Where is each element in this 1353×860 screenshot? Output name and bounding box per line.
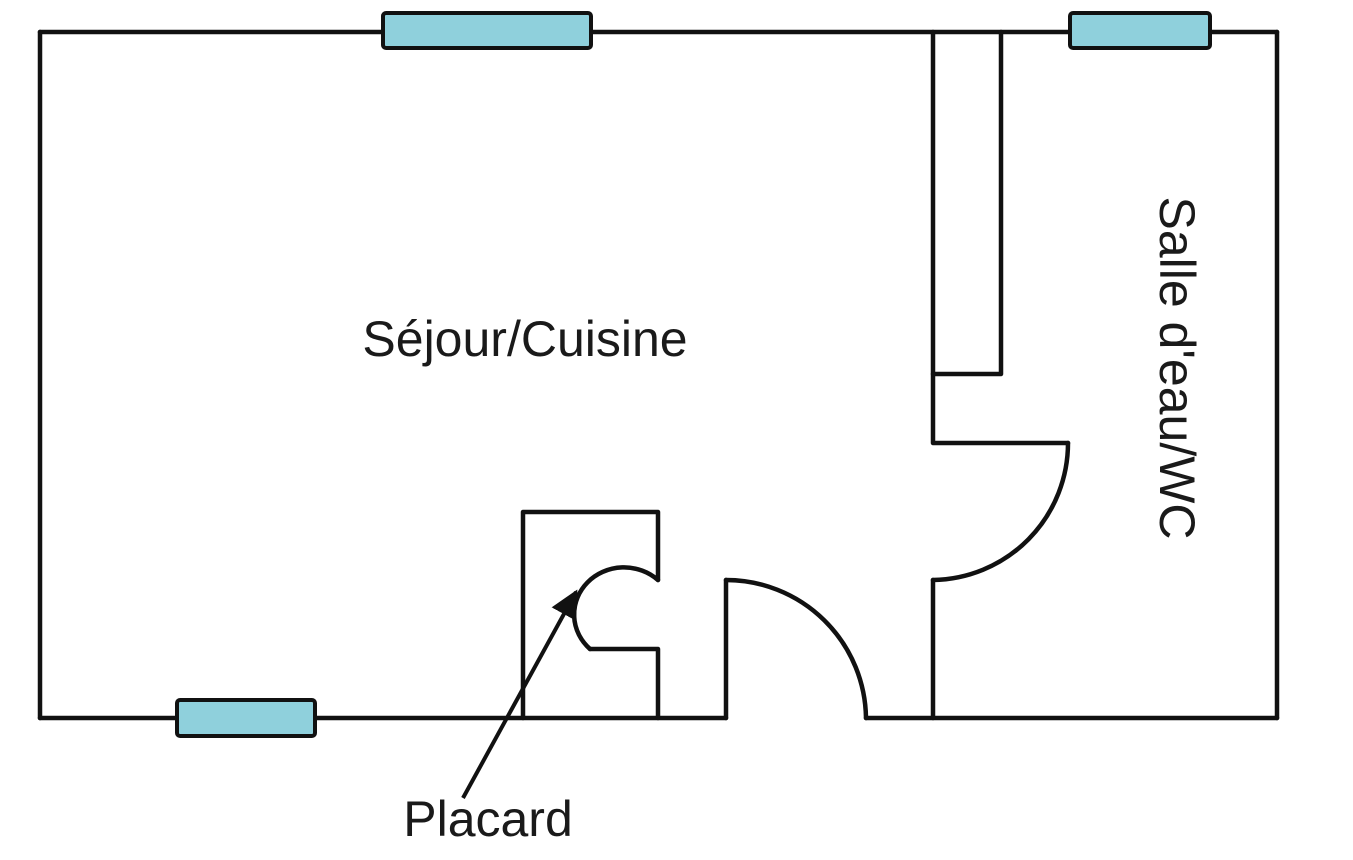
placard-arrow [461, 589, 578, 799]
bathroom-partition-upper [930, 29, 1071, 446]
window-top-left [381, 11, 593, 50]
bathroom-inner-niche [930, 29, 1004, 377]
bathroom-door-swing [930, 440, 1071, 583]
entrance-door-swing [723, 577, 869, 721]
placard-label: Placard [403, 791, 573, 847]
closet-door-swing [571, 565, 661, 652]
room-label-sejour-cuisine: Séjour/Cuisine [362, 311, 687, 367]
closet-walls [520, 509, 661, 721]
room-label-salle-d-eau-wc: Salle d'eau/WC [1149, 196, 1205, 539]
window-bottom-left [175, 698, 317, 738]
window-top-right [1068, 11, 1212, 50]
closet-door-bottom [587, 646, 661, 721]
